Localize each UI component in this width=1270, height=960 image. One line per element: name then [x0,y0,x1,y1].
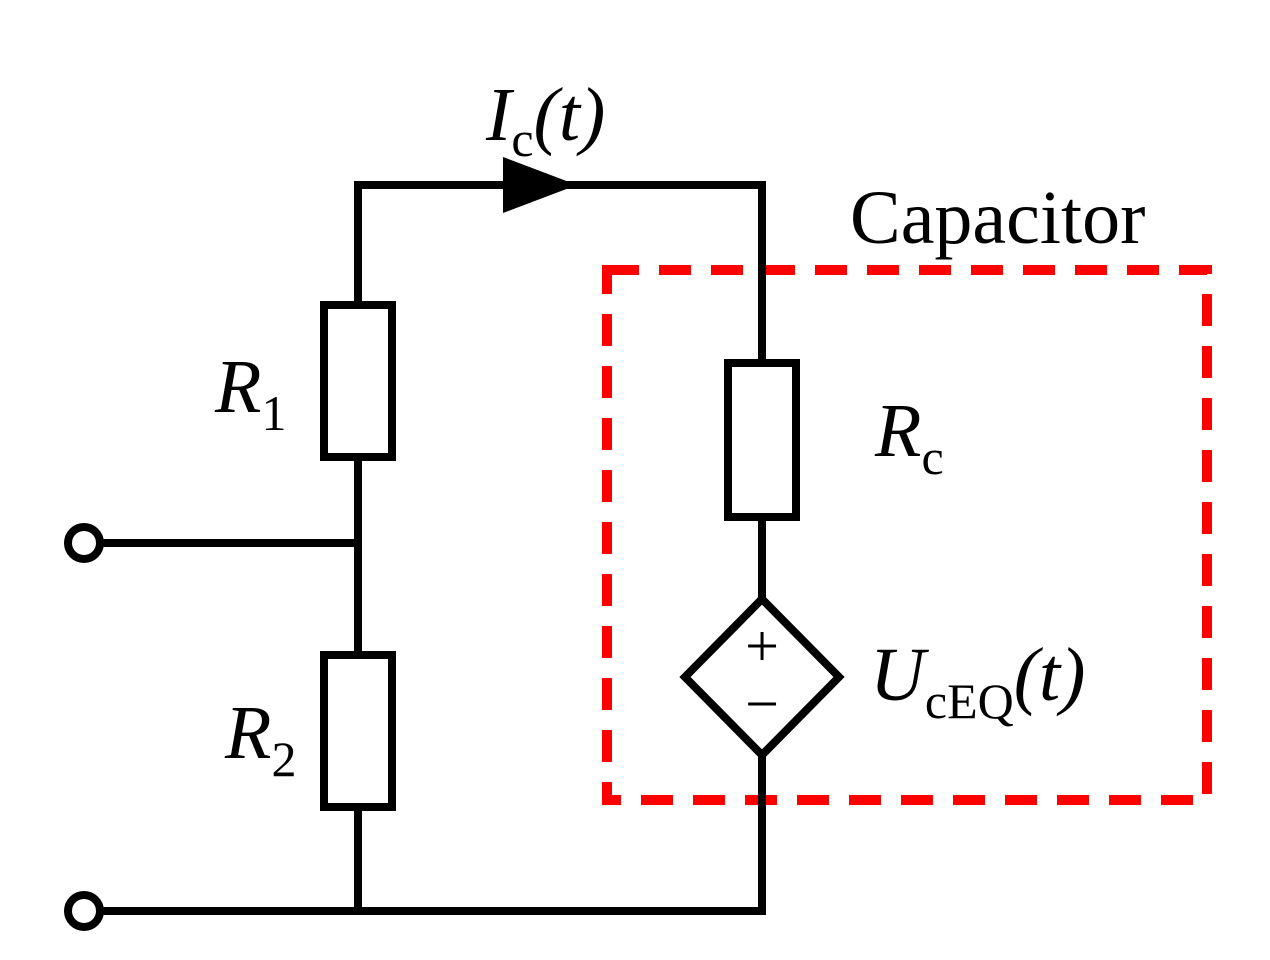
source-plus-sign: + [745,613,779,679]
terminal-top [64,523,104,563]
resistor-rc [724,359,800,521]
resistor-r2 [320,651,396,811]
terminal-bottom [64,891,104,931]
rc-label: Rc [874,389,944,485]
dependent-source-diamond [679,593,845,761]
capacitor-region-label: Capacitor [850,176,1145,260]
resistor-r1 [320,301,396,461]
r1-label: R1 [214,345,286,441]
source-label: UcEQ(t) [870,633,1085,729]
current-arrow-icon [503,157,577,213]
current-label: Ic(t) [485,73,605,167]
source-minus-sign: − [745,671,779,737]
capacitor-dashed-box [602,265,1212,805]
r2-label: R2 [224,691,296,787]
